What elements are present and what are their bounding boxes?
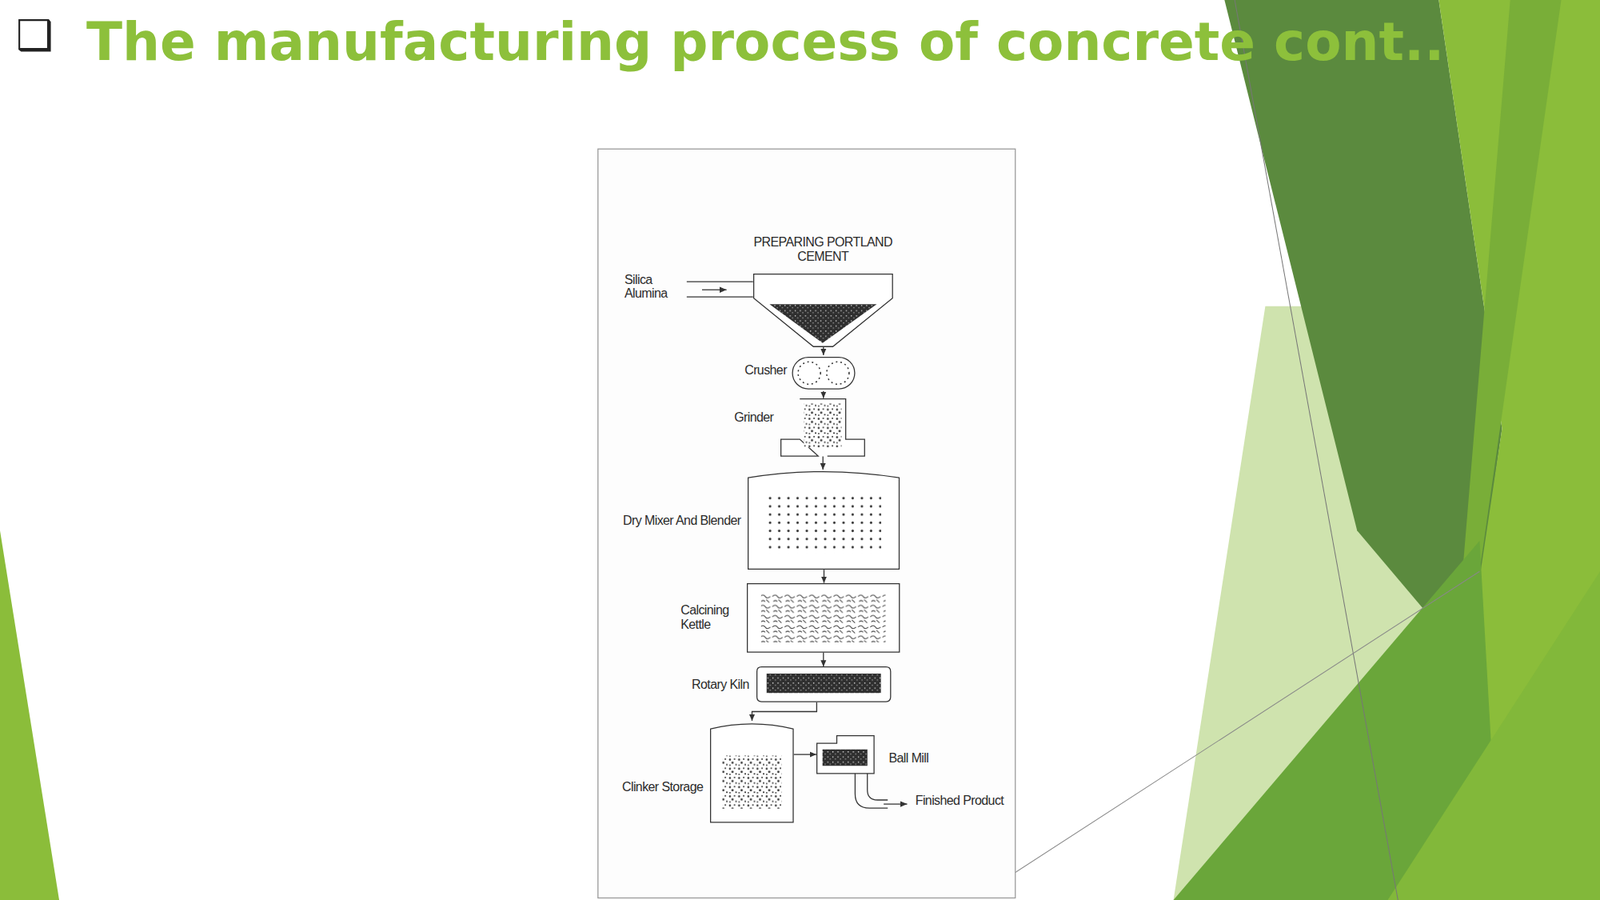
stage-label: Crusher xyxy=(744,363,787,378)
flow-arrow xyxy=(822,391,824,399)
mixer-tank: Dry Mixer And Blender xyxy=(747,469,900,570)
mixer-tank-outline xyxy=(747,469,900,570)
flow-arrow xyxy=(822,347,824,356)
flow-arrow xyxy=(794,753,817,755)
flow-arrow xyxy=(823,569,825,583)
slide-title: The manufacturing process of concrete co… xyxy=(86,6,1462,79)
ball-mill-outline xyxy=(816,734,875,774)
input-label: Silica Alumina xyxy=(624,272,678,301)
output-label: Finished Product xyxy=(915,793,1004,808)
stage-label: PREPARING PORTLAND CEMENT xyxy=(746,235,900,264)
crusher-rollers-outline xyxy=(794,355,854,392)
flow-arrow xyxy=(752,702,818,721)
ball-mill: Ball Mill xyxy=(816,734,875,774)
stage-label: Ball Mill xyxy=(889,750,930,766)
hopper-outline xyxy=(753,273,894,348)
feed-arrows xyxy=(686,281,754,297)
grinder-unit: Grinder xyxy=(780,398,866,457)
calcining-kettle-outline xyxy=(746,582,900,653)
calcining-kettle: Calcining Kettle xyxy=(746,582,900,653)
checkbox-bullet: ❑ xyxy=(15,11,54,60)
stage-label: Clinker Storage xyxy=(622,779,703,795)
stage-label: Rotary Kiln xyxy=(691,677,750,692)
rotary-kiln-outline xyxy=(756,666,891,703)
hopper: PREPARING PORTLAND CEMENT xyxy=(753,273,894,348)
clinker-silo: Clinker Storage xyxy=(710,720,795,823)
crusher-rollers: Crusher xyxy=(794,355,854,392)
grinder-unit-outline xyxy=(780,398,866,457)
stage-label: Calcining Kettle xyxy=(680,602,740,631)
stage-label: Dry Mixer And Blender xyxy=(622,513,741,528)
flow-arrow xyxy=(822,651,824,667)
flow-arrow xyxy=(822,455,824,470)
rotary-kiln: Rotary Kiln xyxy=(756,666,891,703)
outlet-pipe xyxy=(854,773,907,808)
stage-label: Grinder xyxy=(734,410,774,425)
clinker-silo-outline xyxy=(710,720,795,823)
